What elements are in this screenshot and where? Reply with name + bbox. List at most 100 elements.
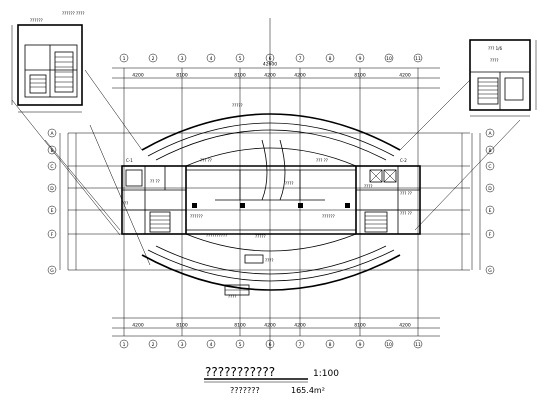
dimension-value: 4200 bbox=[264, 73, 276, 79]
atrium-walls bbox=[141, 113, 401, 291]
room-label: ???? bbox=[228, 294, 237, 299]
dimension-value: 8100 bbox=[354, 323, 366, 329]
right-core bbox=[356, 166, 420, 234]
axis-left-circle bbox=[47, 145, 57, 155]
bottom-dimension-lines bbox=[112, 317, 440, 337]
axis-top-label: 11 bbox=[415, 56, 421, 62]
axis-top-label: 8 bbox=[329, 56, 332, 62]
axis-bottom-label: 11 bbox=[415, 342, 421, 348]
stair-details bbox=[224, 254, 264, 296]
axis-bottom-circle bbox=[355, 339, 365, 349]
room-label: ???? bbox=[265, 258, 274, 263]
room-label: ???? bbox=[364, 184, 373, 189]
dimension-value: 4200 bbox=[132, 73, 144, 79]
axis-bottom-circle bbox=[235, 339, 245, 349]
axis-right-circle bbox=[485, 265, 495, 275]
axis-right-label: B bbox=[488, 148, 491, 154]
axis-bottom-label: 8 bbox=[329, 342, 332, 348]
axis-bottom-label: 5 bbox=[239, 342, 242, 348]
axis-right-circle bbox=[485, 183, 495, 193]
axis-left-label: C bbox=[50, 164, 53, 170]
axis-left-label: E bbox=[51, 208, 54, 214]
right-inset-title: ??? 1/6 bbox=[488, 46, 503, 51]
axis-top-circle bbox=[295, 53, 305, 63]
axis-bottom-circle bbox=[177, 339, 187, 349]
axis-bottom-label: 3 bbox=[181, 342, 184, 348]
vertical-grid-lines bbox=[123, 68, 419, 336]
room-labels: C-1 C-2 ?? ?? ?? ??? ?? ??? ?? ????? ???… bbox=[124, 103, 412, 299]
room-label: ??? ?? bbox=[316, 158, 328, 163]
axis-bottom-label: 7 bbox=[299, 342, 302, 348]
right-dimension-lines bbox=[461, 133, 481, 270]
axis-top-circle bbox=[148, 53, 158, 63]
building-outline bbox=[121, 165, 421, 235]
right-inset-room: ???? bbox=[490, 58, 499, 63]
axis-bottom-circle bbox=[265, 339, 275, 349]
axis-bottom-label: 4 bbox=[210, 342, 213, 348]
axis-bottom-label: 10 bbox=[386, 342, 392, 348]
axis-right-label: G bbox=[488, 268, 492, 274]
left-inset-subtitle: ?????? ???? bbox=[62, 11, 85, 16]
axis-top-label: 9 bbox=[359, 56, 362, 62]
axis-top-label: 10 bbox=[386, 56, 392, 62]
dimension-value: 4200 bbox=[132, 323, 144, 329]
room-label: ???? bbox=[285, 181, 294, 186]
axis-right-label: A bbox=[488, 131, 492, 137]
axis-left-label: A bbox=[50, 131, 54, 137]
area-value: 165.4m² bbox=[291, 386, 325, 395]
room-label: ????? bbox=[232, 103, 243, 108]
axis-top-circle bbox=[177, 53, 187, 63]
axis-left-label: G bbox=[50, 268, 54, 274]
room-label: ?????? bbox=[322, 214, 335, 219]
dimension-value: 8100 bbox=[234, 323, 246, 329]
axis-right-label: D bbox=[488, 186, 492, 192]
axis-right-circle bbox=[485, 205, 495, 215]
axis-left-circle bbox=[47, 229, 57, 239]
dimension-value: 4200 bbox=[294, 73, 306, 79]
room-label: ?? ?? bbox=[150, 179, 160, 184]
axis-top-circle bbox=[206, 53, 216, 63]
axis-bottom-circle bbox=[325, 339, 335, 349]
axis-top-label: 1 bbox=[123, 56, 126, 62]
room-label: ????? bbox=[255, 234, 266, 239]
axis-right-label: C bbox=[488, 164, 491, 170]
axis-left-label: F bbox=[51, 232, 54, 238]
axis-right-circle bbox=[485, 161, 495, 171]
axis-bottom-circle bbox=[384, 339, 394, 349]
room-label: C-2 bbox=[400, 158, 407, 163]
axis-right-label: F bbox=[489, 232, 492, 238]
top-dimension-lines bbox=[112, 67, 440, 89]
axis-bottom-label: 9 bbox=[359, 342, 362, 348]
left-inset bbox=[11, 24, 83, 113]
left-dimension-lines bbox=[59, 133, 77, 270]
dimension-value: 4200 bbox=[264, 323, 276, 329]
axis-bottom-circle bbox=[413, 339, 423, 349]
axis-top-label: 5 bbox=[239, 56, 242, 62]
dimension-value: 8100 bbox=[354, 73, 366, 79]
axis-top-label: 7 bbox=[299, 56, 302, 62]
dimension-value: 4200 bbox=[399, 323, 411, 329]
axis-bottom-circle bbox=[148, 339, 158, 349]
axis-bottom-label: 6 bbox=[269, 342, 272, 348]
axis-top-circle bbox=[413, 53, 423, 63]
axis-left-circle bbox=[47, 205, 57, 215]
dimension-value: 8100 bbox=[234, 73, 246, 79]
dimension-value: 8100 bbox=[176, 323, 188, 329]
overall-dimension: 42600 bbox=[263, 62, 277, 68]
drawing-title: ??????????? bbox=[205, 365, 275, 379]
area-label: ??????? bbox=[230, 386, 260, 395]
axis-right-circle bbox=[485, 229, 495, 239]
room-label: C-1 bbox=[126, 158, 133, 163]
leader-lines bbox=[11, 69, 521, 266]
axis-left-circle bbox=[47, 183, 57, 193]
axis-bottom-circle bbox=[206, 339, 216, 349]
axis-left-circle bbox=[47, 265, 57, 275]
dimension-value: 4200 bbox=[294, 323, 306, 329]
drawing-scale: 1:100 bbox=[313, 369, 339, 379]
